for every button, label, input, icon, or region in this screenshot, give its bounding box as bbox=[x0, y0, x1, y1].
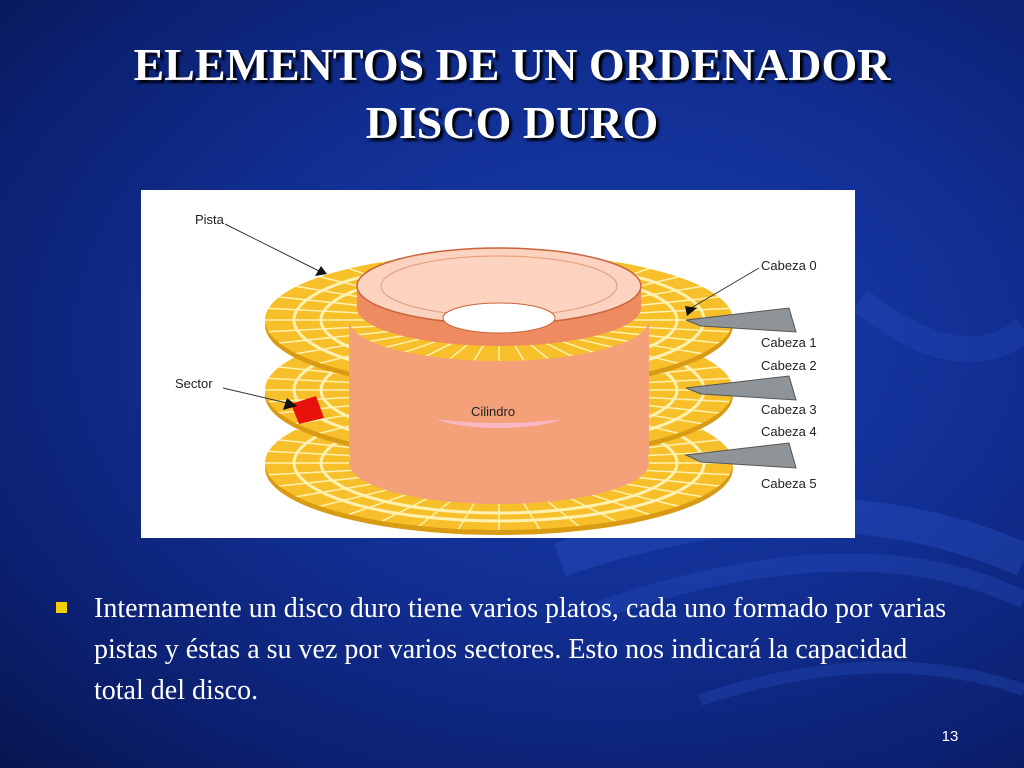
read-write-heads bbox=[684, 307, 797, 469]
bullet-item: Internamente un disco duro tiene varios … bbox=[94, 593, 947, 706]
pista-arrow bbox=[315, 266, 327, 276]
label-pista: Pista bbox=[195, 212, 225, 227]
label-cabeza-4: Cabeza 4 bbox=[761, 424, 817, 439]
label-sector: Sector bbox=[175, 376, 213, 391]
sector-arrow bbox=[283, 398, 297, 410]
head-2-3 bbox=[685, 375, 797, 401]
hard-disk-svg: Pista Sector Cilindro Cabeza 0 Cabeza 1 … bbox=[175, 212, 817, 535]
head-0-1 bbox=[685, 307, 797, 333]
cabeza-arrow bbox=[685, 306, 697, 316]
title-line-1: ELEMENTOS DE UN ORDENADOR bbox=[133, 39, 891, 90]
label-cabeza-3: Cabeza 3 bbox=[761, 402, 817, 417]
page-number: 13 bbox=[941, 728, 959, 745]
label-cabeza-2: Cabeza 2 bbox=[761, 358, 817, 373]
bullet-list: Internamente un disco duro tiene varios … bbox=[56, 588, 956, 711]
label-cabeza-5: Cabeza 5 bbox=[761, 476, 817, 491]
bullet-square-icon bbox=[56, 602, 67, 613]
spindle-hole bbox=[442, 302, 556, 334]
label-cilindro: Cilindro bbox=[471, 404, 515, 419]
cylinder-ring bbox=[356, 247, 642, 346]
title-line-2: DISCO DURO bbox=[365, 97, 659, 148]
hard-disk-diagram: Pista Sector Cilindro Cabeza 0 Cabeza 1 … bbox=[141, 190, 855, 538]
cylinder-section-lower bbox=[349, 390, 649, 493]
label-cabeza-0: Cabeza 0 bbox=[761, 258, 817, 273]
head-4-5 bbox=[684, 442, 797, 469]
label-cabeza-1: Cabeza 1 bbox=[761, 335, 817, 350]
slide-title: ELEMENTOS DE UN ORDENADOR DISCO DURO bbox=[0, 36, 1024, 152]
sector-highlight bbox=[291, 396, 324, 424]
cylinder-section-middle bbox=[349, 320, 649, 423]
